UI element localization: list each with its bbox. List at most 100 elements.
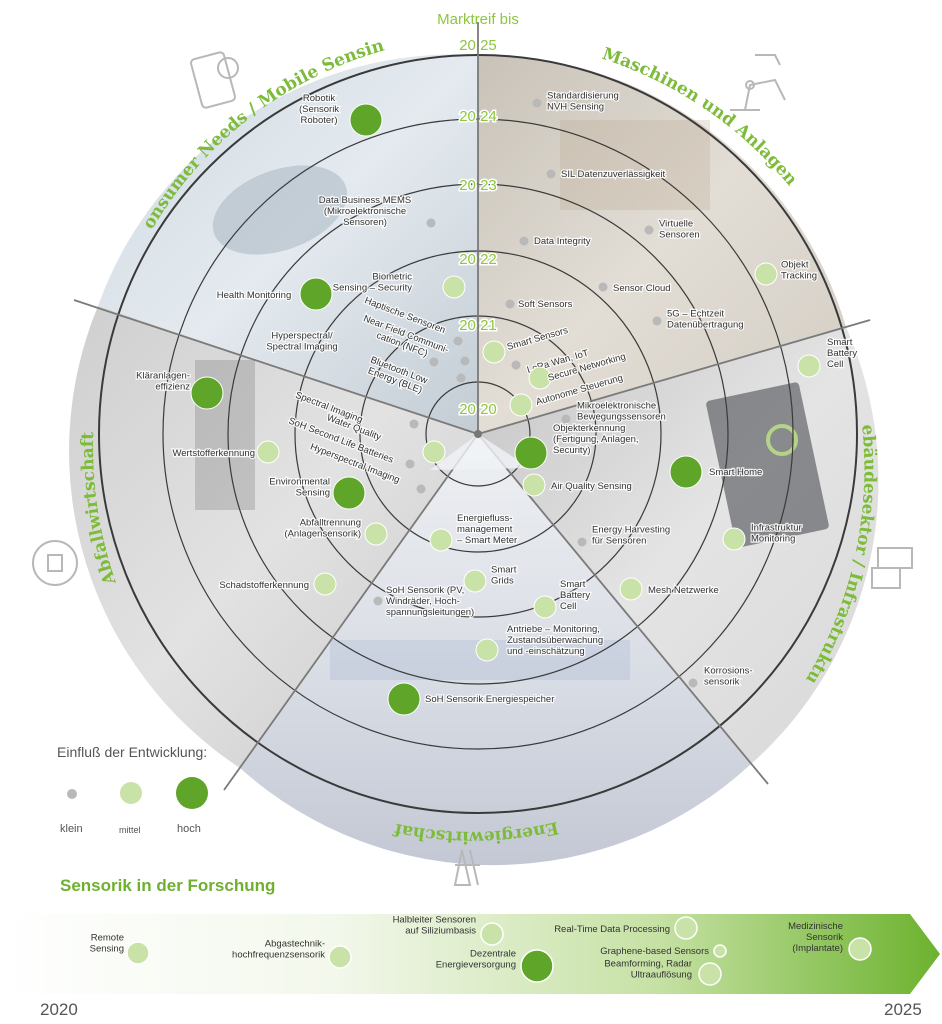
radar-item-dot-klein — [426, 218, 436, 228]
legend-label-hoch: hoch — [177, 823, 201, 835]
radar-item-dot-mittel — [364, 522, 388, 546]
radar-item-label: SoH Sensorik Energiespeicher — [425, 694, 554, 705]
divider-left — [73, 299, 479, 435]
radar-item-dot-mittel — [463, 569, 487, 593]
mobile-sensing-icon — [190, 51, 239, 109]
radar-item: Objekterkennung(Fertigung, Anlagen,Secur… — [514, 422, 640, 470]
radar-item-dot-mittel — [797, 354, 821, 378]
timeline-end-year: 2025 — [884, 1000, 922, 1019]
radar-item-dot-mittel — [509, 393, 533, 417]
radar-item-dot-klein — [373, 596, 383, 606]
sector-bg-machines — [478, 54, 846, 435]
radar-item-label: Sensor Cloud — [613, 283, 671, 294]
ring-label-23: 20 23 — [459, 177, 497, 194]
radar-item-label: Wertstofferkennung — [172, 448, 255, 459]
radar-item-dot-klein — [598, 282, 608, 292]
radar-item-dot-klein — [644, 225, 654, 235]
radar-item-label: Antriebe – Monitoring,Zustandsüberwachun… — [507, 624, 603, 657]
radar-item-dot-klein — [652, 316, 662, 326]
radar-item: Sensor Cloud — [598, 282, 672, 295]
radar-item-label: Energiefluss-management– Smart Meter — [457, 513, 517, 546]
radar-item-dot-klein — [453, 336, 463, 346]
radar-item: Abfalltrennung(Anlagensensorik) — [283, 516, 388, 546]
energy-tower-icon — [453, 849, 480, 886]
radar-item-label: Kläranlagen-effizienz — [136, 371, 190, 393]
radar-center — [474, 430, 482, 438]
radar-item-label: Mesh Netzwerke — [648, 585, 719, 596]
radar-item-dot-mittel — [429, 528, 453, 552]
radar-item-label: Health Monitoring — [217, 290, 291, 301]
radar-item-dot-mittel — [482, 340, 506, 364]
radar-item-dot-klein — [429, 357, 439, 367]
radar-item-dot-mittel — [528, 366, 552, 390]
radar-item: SIL Datenzuverlässigkeit — [546, 168, 667, 181]
radar-item-dot-hoch — [387, 682, 421, 716]
radar-item: SoH Sensorik (PV,Windräder, Hoch-spannun… — [373, 584, 475, 619]
robot-arm-icon — [730, 54, 786, 111]
radar-item-dot-mittel — [313, 572, 337, 596]
radar-item-label: SIL Datenzuverlässigkeit — [561, 169, 666, 180]
radar-item: Kläranlagen-effizienz — [135, 369, 224, 410]
ring-label-21: 20 21 — [459, 317, 497, 334]
radar-item-dot-mittel — [722, 527, 746, 551]
smart-home-device — [706, 382, 829, 548]
ring-label-20: 20 20 — [459, 401, 497, 418]
recycling-icon — [32, 540, 78, 586]
radar-item-dot-klein — [577, 537, 587, 547]
legend-label-mittel: mittel — [119, 825, 141, 835]
radar-item-dot-klein — [460, 356, 470, 366]
radar-item: Smart Home — [669, 455, 764, 489]
radar-item: Antriebe – Monitoring,Zustandsüberwachun… — [475, 623, 604, 662]
radar-item-label: Hyperspectral/Spectral Imaging — [266, 331, 337, 353]
radar-item-dot-klein — [409, 419, 419, 429]
radar-item-dot-klein — [416, 484, 426, 494]
radar-item: Wertstofferkennung — [171, 440, 280, 464]
radar-item-dot-mittel — [475, 638, 499, 662]
radar-item: Data Integrity — [519, 235, 592, 248]
radar-item-label: Korrosions-sensorik — [704, 666, 753, 688]
radar-item-label: Data Integrity — [534, 236, 591, 247]
radar-item-dot-hoch — [332, 476, 366, 510]
radar-item-dot-mittel — [754, 262, 778, 286]
radar-item-label: Soft Sensors — [518, 299, 573, 310]
radar-item-dot-mittel — [522, 473, 546, 497]
radar-item-dot-klein — [561, 414, 571, 424]
radar-item-dot-mittel — [256, 440, 280, 464]
radar-item-label: Smart Home — [709, 467, 762, 478]
radar-item-dot-hoch — [190, 376, 224, 410]
machine-photo-shape — [560, 120, 710, 210]
radar-item: Hyperspectral/Spectral Imaging — [265, 329, 439, 367]
radar-item: Energiefluss-management– Smart Meter — [429, 512, 518, 552]
radar-item: Soft Sensors — [505, 298, 574, 311]
ring-label-25: 20 25 — [459, 37, 497, 54]
sector-bg-waste — [69, 306, 478, 768]
radar-item-dot-mittel — [442, 275, 466, 299]
divider-bottom-left — [223, 433, 479, 791]
radar-item: Health Monitoring — [216, 277, 333, 311]
radar-item-dot-hoch — [299, 277, 333, 311]
radar-item-dot-hoch — [669, 455, 703, 489]
ring-label-22: 20 22 — [459, 251, 497, 268]
